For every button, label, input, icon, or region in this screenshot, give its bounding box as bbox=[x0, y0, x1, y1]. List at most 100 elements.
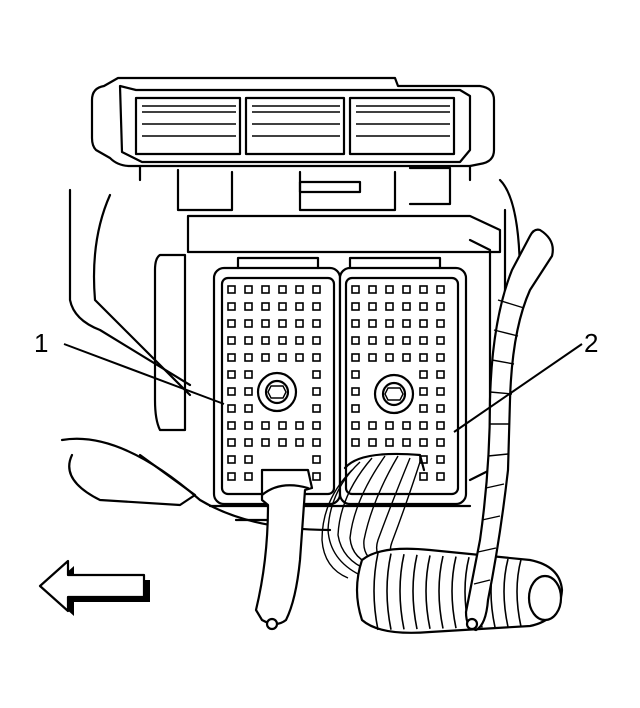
left-connector bbox=[212, 256, 342, 506]
pin-cavity bbox=[261, 353, 270, 362]
right-connector bbox=[338, 256, 468, 506]
pin-cavity bbox=[244, 302, 253, 311]
pin-cavity bbox=[436, 404, 445, 413]
pin-cavity bbox=[368, 285, 377, 294]
pin-cavity bbox=[419, 472, 428, 481]
pin-cavity bbox=[227, 387, 236, 396]
pin-cavity bbox=[436, 336, 445, 345]
pin-cavity bbox=[227, 370, 236, 379]
pin-cavity bbox=[419, 404, 428, 413]
pin-cavity bbox=[261, 302, 270, 311]
pin-cavity bbox=[436, 370, 445, 379]
pin-cavity bbox=[295, 302, 304, 311]
pin-cavity bbox=[244, 285, 253, 294]
pin-cavity bbox=[312, 285, 321, 294]
pin-cavity bbox=[244, 404, 253, 413]
conduit-rib bbox=[412, 554, 418, 630]
pin-cavity bbox=[368, 438, 377, 447]
pin-cavity bbox=[227, 353, 236, 362]
pin-cavity bbox=[244, 472, 253, 481]
pin-cavity bbox=[278, 336, 287, 345]
pin-cavity bbox=[419, 285, 428, 294]
pin-cavity bbox=[278, 438, 287, 447]
pin-cavity bbox=[385, 302, 394, 311]
pin-cavity bbox=[402, 421, 411, 430]
pin-cavity bbox=[295, 336, 304, 345]
pin-cavity bbox=[244, 387, 253, 396]
pin-cavity bbox=[351, 285, 360, 294]
pin-cavity bbox=[419, 387, 428, 396]
pin-cavity bbox=[402, 438, 411, 447]
pin-cavity bbox=[351, 302, 360, 311]
pin-cavity bbox=[227, 404, 236, 413]
pin-cavity bbox=[278, 319, 287, 328]
corrugated-conduit bbox=[355, 547, 564, 634]
pin-cavity bbox=[436, 455, 445, 464]
pin-cavity bbox=[436, 387, 445, 396]
pin-cavity bbox=[295, 353, 304, 362]
pin-cavity bbox=[351, 438, 360, 447]
pin-cavity bbox=[402, 319, 411, 328]
pin-cavity bbox=[385, 285, 394, 294]
pin-cavity bbox=[436, 319, 445, 328]
conduit-rib bbox=[503, 558, 509, 628]
pin-cavity bbox=[244, 353, 253, 362]
pin-cavity bbox=[312, 387, 321, 396]
pin-cavity bbox=[385, 353, 394, 362]
pin-cavity bbox=[244, 370, 253, 379]
pin-cavity bbox=[227, 421, 236, 430]
pin-cavity bbox=[261, 336, 270, 345]
pin-cavity bbox=[312, 319, 321, 328]
pin-cavity bbox=[402, 302, 411, 311]
pin-cavity bbox=[244, 336, 253, 345]
callout-1-leader bbox=[63, 343, 225, 405]
pin-cavity bbox=[419, 455, 428, 464]
pin-cavity bbox=[368, 319, 377, 328]
pin-cavity bbox=[419, 370, 428, 379]
pin-cavity bbox=[419, 438, 428, 447]
callout-label-1: 1 bbox=[34, 328, 49, 358]
pin-cavity bbox=[368, 421, 377, 430]
pin-cavity bbox=[312, 472, 321, 481]
callout-2-leader bbox=[453, 343, 583, 433]
right-pin-grid bbox=[351, 285, 445, 481]
pin-cavity bbox=[227, 302, 236, 311]
pin-cavity bbox=[295, 319, 304, 328]
conduit-rib bbox=[516, 559, 522, 627]
pin-cavity bbox=[227, 455, 236, 464]
pin-cavity bbox=[436, 438, 445, 447]
pin-cavity bbox=[227, 319, 236, 328]
pin-cavity bbox=[295, 421, 304, 430]
pin-cavity bbox=[295, 438, 304, 447]
pin-cavity bbox=[402, 285, 411, 294]
pin-cavity bbox=[419, 336, 428, 345]
right-harness-strap bbox=[464, 228, 554, 632]
pin-cavity bbox=[351, 336, 360, 345]
pin-cavity bbox=[312, 336, 321, 345]
pin-cavity bbox=[227, 472, 236, 481]
conduit-rib bbox=[451, 556, 457, 629]
pin-cavity bbox=[261, 438, 270, 447]
pin-cavity bbox=[436, 353, 445, 362]
pin-cavity bbox=[278, 353, 287, 362]
conduit-rib bbox=[373, 552, 379, 631]
left-pin-grid bbox=[227, 285, 321, 481]
pin-cavity bbox=[419, 319, 428, 328]
pin-cavity bbox=[402, 353, 411, 362]
pin-cavity bbox=[351, 404, 360, 413]
pin-cavity bbox=[244, 319, 253, 328]
pin-cavity bbox=[227, 438, 236, 447]
pin-cavity bbox=[385, 421, 394, 430]
conduit-rib bbox=[386, 553, 392, 630]
pin-cavity bbox=[351, 421, 360, 430]
conduit-rib bbox=[438, 555, 444, 629]
pin-cavity bbox=[261, 285, 270, 294]
pin-cavity bbox=[419, 302, 428, 311]
pin-cavity bbox=[312, 404, 321, 413]
pin-cavity bbox=[278, 421, 287, 430]
pin-cavity bbox=[436, 472, 445, 481]
conduit-rib bbox=[425, 555, 431, 629]
pin-cavity bbox=[312, 455, 321, 464]
pin-cavity bbox=[227, 336, 236, 345]
